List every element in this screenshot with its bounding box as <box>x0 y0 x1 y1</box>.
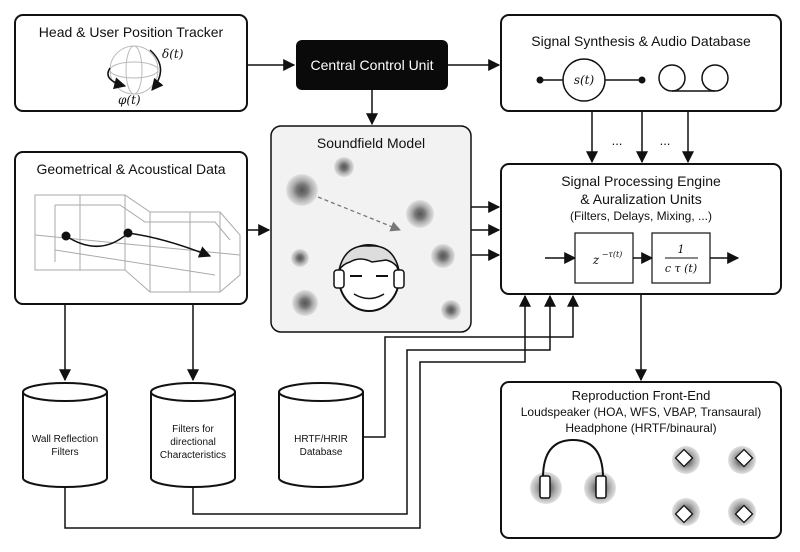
db-dir-line2: directional <box>170 437 216 448</box>
db-wall-line1: Wall Reflection <box>32 434 98 445</box>
db-wall: Wall Reflection Filters <box>22 382 108 488</box>
signal-label: s(t) <box>574 73 595 87</box>
geo-box: Geometrical & Acoustical Data <box>14 151 248 305</box>
synth-title: Signal Synthesis & Audio Database <box>531 33 751 49</box>
engine-title-2: & Auralization Units <box>580 191 701 207</box>
source-circle <box>334 157 354 177</box>
control-title: Central Control Unit <box>311 57 434 73</box>
engine-box: Signal Processing Engine & Auralization … <box>500 163 782 295</box>
connectors <box>59 59 694 529</box>
repro-line1: Loudspeaker (HOA, WFS, VBAP, Transaural) <box>521 405 762 419</box>
signal-generator-icon: s(t) <box>536 58 646 102</box>
db-hrtf-line1: HRTF/HRIR <box>294 434 348 445</box>
tape-reel-icon <box>658 64 729 92</box>
phi-label: φ(t) <box>118 93 141 107</box>
ellipsis-1: ... <box>612 133 623 148</box>
db-dir-line1: Filters for <box>172 424 214 435</box>
db-directional: Filters for directional Characteristics <box>150 382 236 488</box>
ellipsis-2: ... <box>660 133 671 148</box>
source-circle <box>431 244 455 268</box>
tracker-box: Head & User Position Tracker δ(t) φ(t) <box>14 14 248 112</box>
listener-dot <box>61 231 71 241</box>
source-circle <box>406 200 434 228</box>
db-hrtf: HRTF/HRIR Database <box>278 382 364 488</box>
control-box: Central Control Unit <box>296 40 448 90</box>
gain-numerator: 1 <box>678 243 685 256</box>
db-wall-line2: Filters <box>51 447 78 458</box>
headphone-icon <box>530 438 616 504</box>
source-motion-arrow <box>317 196 401 232</box>
gyroscope-icon <box>107 45 164 95</box>
db-hrtf-line2: Database <box>300 447 343 458</box>
repro-title: Reproduction Front-End <box>572 388 711 403</box>
synth-box: Signal Synthesis & Audio Database s(t) <box>500 14 782 112</box>
geo-title: Geometrical & Acoustical Data <box>36 161 225 177</box>
engine-title-1: Signal Processing Engine <box>561 173 721 189</box>
source-circle <box>286 174 318 206</box>
delay-block <box>574 232 634 284</box>
soundfield-title: Soundfield Model <box>317 135 425 151</box>
listener-head-icon <box>333 244 405 312</box>
repro-line2: Headphone (HRTF/binaural) <box>565 421 716 435</box>
gain-denominator: c τ (t) <box>665 262 697 275</box>
tracker-title: Head & User Position Tracker <box>39 24 224 40</box>
loudspeaker-icon <box>728 446 756 474</box>
delay-z: z <box>592 253 600 267</box>
source-circle <box>292 290 318 316</box>
delta-label: δ(t) <box>162 47 184 61</box>
loudspeaker-icon <box>672 498 700 526</box>
loudspeaker-icon <box>672 446 700 474</box>
delay-exp: −τ(t) <box>602 250 623 259</box>
engine-subtitle: (Filters, Delays, Mixing, ...) <box>570 209 712 223</box>
db-dir-line3: Characteristics <box>160 450 226 461</box>
soundfield-box: Soundfield Model <box>270 125 472 333</box>
repro-box: Reproduction Front-End Loudspeaker (HOA,… <box>500 381 782 539</box>
source-circle <box>441 300 461 320</box>
source-dot <box>123 228 133 238</box>
source-circle <box>291 249 309 267</box>
loudspeaker-icon <box>728 498 756 526</box>
